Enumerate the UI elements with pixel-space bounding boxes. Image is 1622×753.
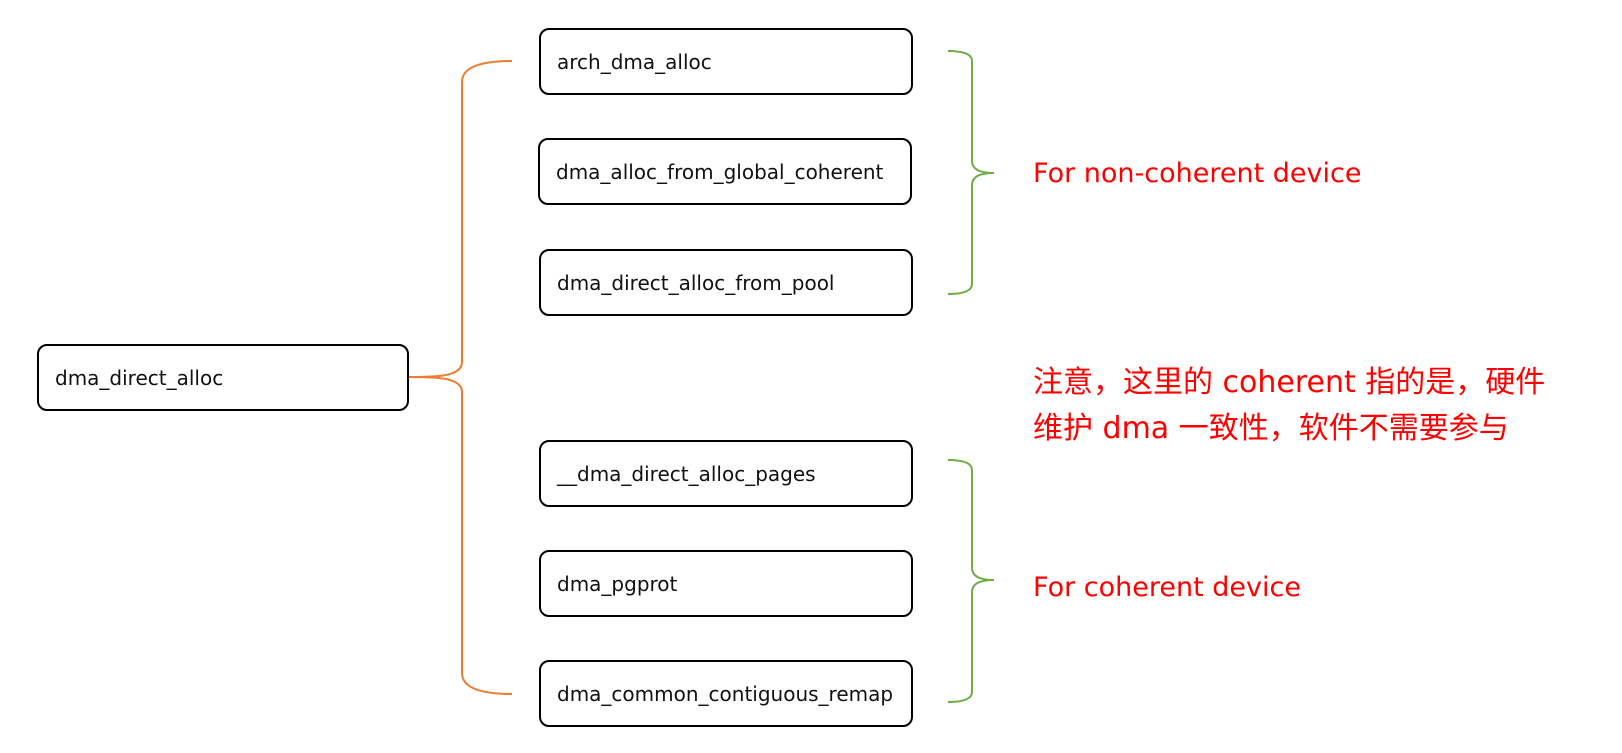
child-node-dma-pgprot: dma_pgprot	[539, 550, 913, 617]
group-label-coherent: For coherent device	[1033, 572, 1301, 603]
child-node-dma-alloc-from-global-coherent: dma_alloc_from_global_coherent	[538, 138, 912, 205]
group-label-non-coherent: For non-coherent device	[1033, 158, 1362, 189]
root-node-dma-direct-alloc: dma_direct_alloc	[37, 344, 409, 411]
main-bracket-connector	[408, 60, 513, 695]
note-line-2: 维护 dma 一致性，软件不需要参与	[1033, 411, 1509, 446]
group-bracket-coherent	[947, 459, 995, 703]
note-line-1: 注意，这里的 coherent 指的是，硬件	[1033, 365, 1546, 400]
child-node-dma-common-contiguous-remap: dma_common_contiguous_remap	[539, 660, 913, 727]
child-node-dma-direct-alloc-from-pool: dma_direct_alloc_from_pool	[539, 249, 913, 316]
child-node-arch-dma-alloc: arch_dma_alloc	[539, 28, 913, 95]
coherent-explanation-note: 注意，这里的 coherent 指的是，硬件 维护 dma 一致性，软件不需要参…	[1033, 360, 1545, 452]
child-node-dma-direct-alloc-pages: __dma_direct_alloc_pages	[539, 440, 913, 507]
group-bracket-non-coherent	[947, 50, 995, 295]
